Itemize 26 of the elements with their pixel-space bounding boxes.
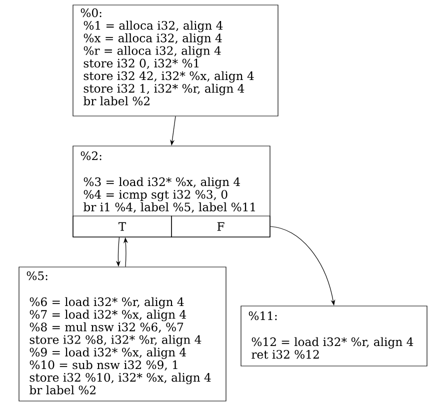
code-line: %12 = load i32* %r, align 4 — [252, 337, 414, 349]
code-line: store i32 0, i32* %1 — [84, 58, 199, 69]
block-label: %0: — [80, 8, 102, 18]
code-line: store i32 %8, i32* %r, align 4 — [30, 335, 202, 346]
code-line: ret i32 %12 — [252, 350, 319, 359]
code-line: %1 = alloca i32, align 4 — [84, 20, 223, 32]
code-line: br i1 %4, label %5, label %11 — [84, 202, 255, 213]
code-line: br label %2 — [30, 385, 96, 394]
code-line: %r = alloca i32, align 4 — [84, 46, 221, 58]
code-line: %6 = load i32* %r, align 4 — [30, 297, 184, 309]
block-label: %5: — [26, 271, 48, 280]
code-line: %7 = load i32* %x, align 4 — [30, 310, 186, 322]
block-label: %2: — [80, 151, 102, 160]
code-line: %10 = sub nsw i32 %9, 1 — [30, 360, 178, 371]
table-cell: T — [72, 216, 172, 238]
table-cell: F — [171, 216, 270, 238]
block-label: %11: — [248, 311, 277, 320]
code-line: store i32 1, i32* %r, align 4 — [84, 84, 244, 96]
code-line: %x = alloca i32, align 4 — [84, 33, 222, 45]
code-line: %4 = icmp sgt i32 %3, 0 — [84, 190, 228, 202]
code-line: %8 = mul nsw i32 %6, %7 — [30, 322, 184, 333]
code-line: %3 = load i32* %x, align 4 — [84, 177, 240, 189]
code-line: br label %2 — [84, 96, 150, 106]
code-line: store i32 %10, i32* %x, align 4 — [30, 372, 211, 384]
code-line: store i32 42, i32* %x, align 4 — [84, 71, 254, 83]
code-line: %9 = load i32* %x, align 4 — [30, 348, 186, 359]
